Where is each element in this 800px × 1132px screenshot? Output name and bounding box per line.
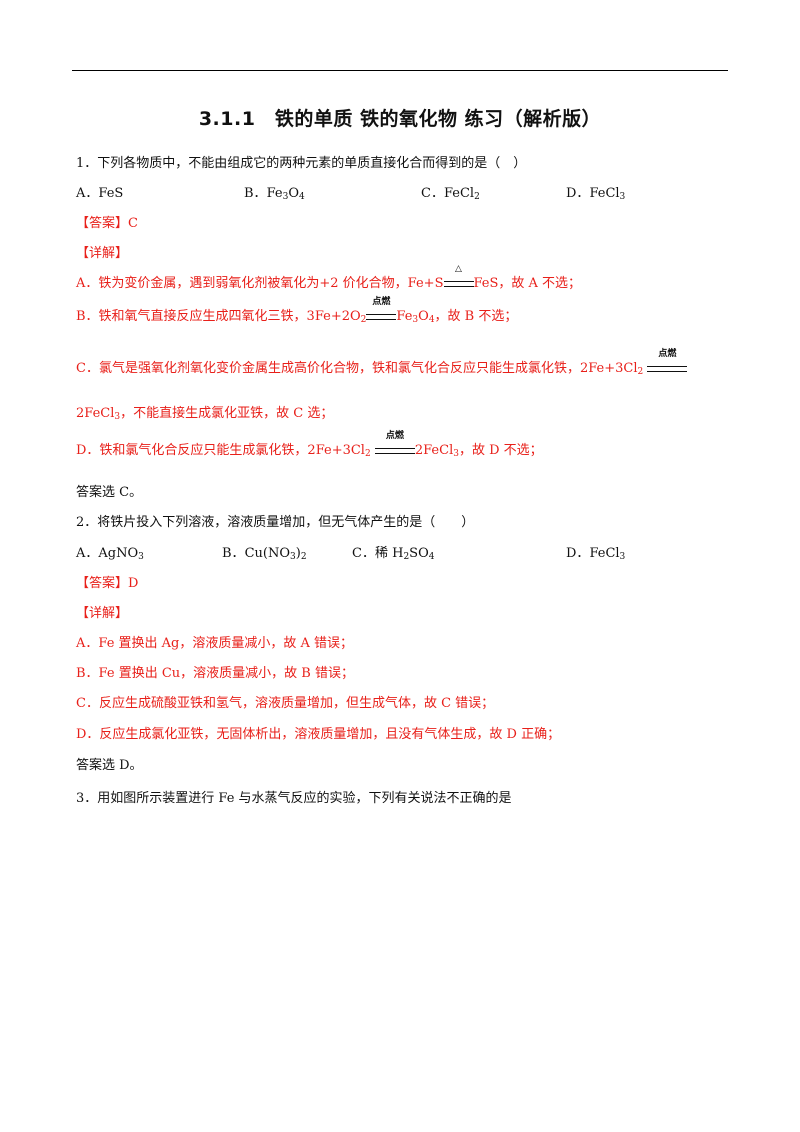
q1-explain-c-cont: 2FeCl3，不能直接生成氯化亚铁，故 C 选； bbox=[76, 406, 334, 422]
q2-explain-a: A．Fe 置换出 Ag，溶液质量减小，故 A 错误； bbox=[76, 636, 354, 651]
q2-stem: 2．将铁片投入下列溶液，溶液质量增加，但无气体产生的是（ ） bbox=[76, 515, 475, 530]
q2-answer: 【答案】D bbox=[76, 576, 139, 591]
q1-explain-a: A．铁为变价金属，遇到弱氧化剂被氧化为+2 价化合物，Fe+S△FeS，故 A … bbox=[76, 264, 582, 293]
q1-conclusion: 答案选 C。 bbox=[76, 485, 143, 500]
q1-option-d: D．FeCl3 bbox=[566, 186, 626, 202]
q2-conclusion: 答案选 D。 bbox=[76, 758, 143, 773]
q1-detail-label: 【详解】 bbox=[76, 246, 129, 261]
reaction-arrow-ignite: 点燃 bbox=[647, 349, 688, 378]
q2-explain-c: C．反应生成硫酸亚铁和氢气，溶液质量增加，但生成气体，故 C 错误； bbox=[76, 696, 495, 711]
page-title: 3.1.1 铁的单质 铁的氧化物 练习（解析版） bbox=[198, 108, 602, 130]
header-rule bbox=[72, 70, 728, 71]
q1-option-a: A．FeS bbox=[76, 186, 124, 201]
q3-stem: 3．用如图所示装置进行 Fe 与水蒸气反应的实验，下列有关说法不正确的是 bbox=[76, 791, 512, 806]
reaction-arrow-ignite: 点燃 bbox=[366, 297, 397, 326]
q1-explain-c: C．氯气是强氧化剂氧化变价金属生成高价化合物，铁和氯气化合反应只能生成氯化铁，2… bbox=[76, 349, 688, 378]
q2-option-b: B．Cu(NO3)2 bbox=[222, 546, 307, 562]
q2-detail-label: 【详解】 bbox=[76, 606, 129, 621]
q2-explain-b: B．Fe 置换出 Cu，溶液质量减小，故 B 错误； bbox=[76, 666, 354, 681]
q2-option-a: A．AgNO3 bbox=[76, 546, 144, 562]
q1-option-c: C．FeCl2 bbox=[421, 186, 480, 202]
q2-option-c: C．稀 H2SO4 bbox=[352, 546, 435, 562]
q2-explain-d: D．反应生成氯化亚铁，无固体析出，溶液质量增加，且没有气体生成，故 D 正确； bbox=[76, 727, 561, 742]
q2-option-d: D．FeCl3 bbox=[566, 546, 626, 562]
q1-answer: 【答案】C bbox=[76, 216, 138, 231]
q1-stem: 1．下列各物质中，不能由组成它的两种元素的单质直接化合而得到的是（ ） bbox=[76, 156, 527, 171]
reaction-arrow-ignite: 点燃 bbox=[374, 431, 415, 460]
q1-option-b: B．Fe3O4 bbox=[244, 186, 305, 202]
reaction-arrow-heat: △ bbox=[443, 264, 474, 293]
